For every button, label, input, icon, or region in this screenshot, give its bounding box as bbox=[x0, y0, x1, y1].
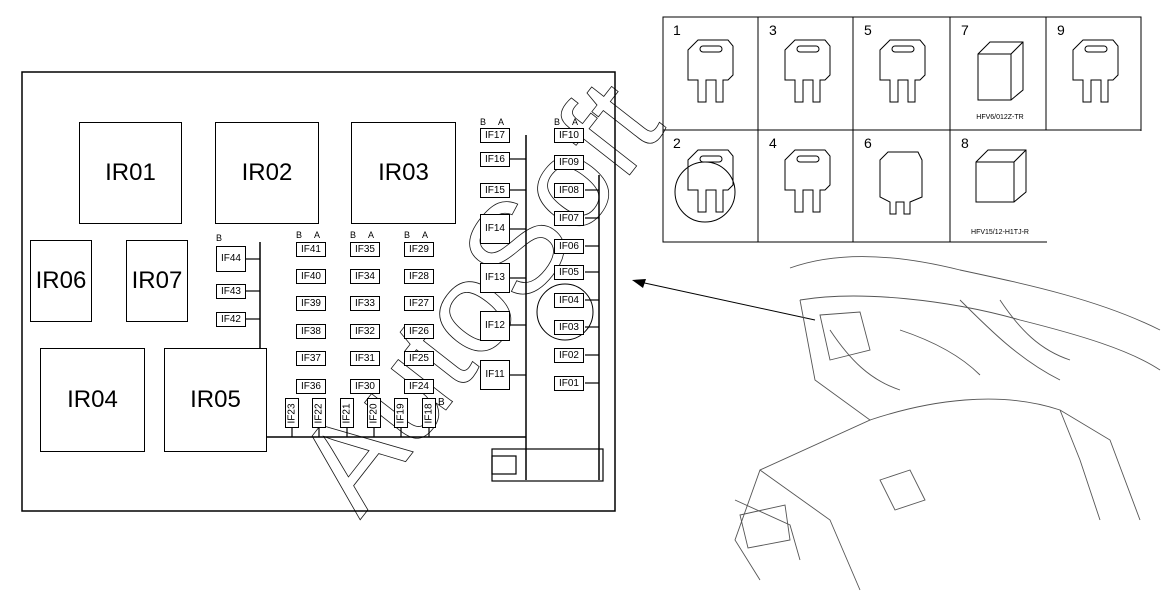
fuse-if12: IF12 bbox=[480, 311, 510, 341]
fuse-if32: IF32 bbox=[350, 324, 380, 339]
part-label-relay-7: HFV6/012Z-TR bbox=[976, 114, 1024, 121]
relay-ir02: IR02 bbox=[215, 122, 319, 224]
fuse-if09: IF09 bbox=[554, 155, 584, 170]
fuse-if19: IF19 bbox=[394, 398, 408, 428]
fuse-if02: IF02 bbox=[554, 348, 584, 363]
fuse-if10: IF10 bbox=[554, 128, 584, 143]
terminal-label-b: B bbox=[216, 233, 223, 243]
fuse-if30: IF30 bbox=[350, 379, 380, 394]
fuse-if34: IF34 bbox=[350, 269, 380, 284]
fuse-if41: IF41 bbox=[296, 242, 326, 257]
relay-ir01: IR01 bbox=[79, 122, 182, 224]
part-number-6: 6 bbox=[864, 135, 872, 151]
parts-panel-grid bbox=[662, 16, 1142, 243]
terminal-label-b: B bbox=[438, 397, 445, 408]
fuse-if31: IF31 bbox=[350, 351, 380, 366]
fuse-if23: IF23 bbox=[285, 398, 299, 428]
part-number-9: 9 bbox=[1057, 22, 1065, 38]
fuse-if16: IF16 bbox=[480, 152, 510, 167]
fuse-if15: IF15 bbox=[480, 183, 510, 198]
fuse-if27: IF27 bbox=[404, 296, 434, 311]
vehicle-interior-sketch bbox=[734, 256, 1161, 591]
fuse-if24: IF24 bbox=[404, 379, 434, 394]
fuse-if33: IF33 bbox=[350, 296, 380, 311]
fuse-if28: IF28 bbox=[404, 269, 434, 284]
fuse-if06: IF06 bbox=[554, 239, 584, 254]
fuse-if29: IF29 bbox=[404, 242, 434, 257]
fuse-if01: IF01 bbox=[554, 376, 584, 391]
part-number-3: 3 bbox=[769, 22, 777, 38]
fuse-if08: IF08 bbox=[554, 183, 584, 198]
fuse-if36: IF36 bbox=[296, 379, 326, 394]
fuse-if17: IF17 bbox=[480, 128, 510, 143]
fuse-if25: IF25 bbox=[404, 351, 434, 366]
fuse-if07: IF07 bbox=[554, 211, 584, 226]
fuse-if13: IF13 bbox=[480, 263, 510, 293]
svg-text:AutoSoft: AutoSoft bbox=[267, 54, 689, 537]
fuse-if22: IF22 bbox=[312, 398, 326, 428]
fuse-if38: IF38 bbox=[296, 324, 326, 339]
fuse-if11: IF11 bbox=[480, 360, 510, 390]
part-number-4: 4 bbox=[769, 135, 777, 151]
terminal-label-ba: B A bbox=[480, 117, 510, 127]
part-label-relay-8: HFV15/12-H1TJ-R bbox=[971, 229, 1029, 236]
terminal-label-ba: B A bbox=[350, 230, 380, 240]
part-number-7: 7 bbox=[961, 22, 969, 38]
fuse-if43: IF43 bbox=[216, 284, 246, 299]
relay-ir06: IR06 bbox=[30, 240, 92, 322]
fuse-if05: IF05 bbox=[554, 265, 584, 280]
relay-ir03: IR03 bbox=[351, 122, 456, 224]
part-number-8: 8 bbox=[961, 135, 969, 151]
terminal-label-ba: B A bbox=[296, 230, 326, 240]
fuse-if26: IF26 bbox=[404, 324, 434, 339]
fuse-if42: IF42 bbox=[216, 312, 246, 327]
fuse-if44: IF44 bbox=[216, 246, 246, 272]
fuse-box-outline bbox=[21, 71, 616, 512]
fuse-if35: IF35 bbox=[350, 242, 380, 257]
fuse-if14: IF14 bbox=[480, 214, 510, 244]
relay-ir04: IR04 bbox=[40, 348, 145, 452]
fuse-if04: IF04 bbox=[554, 293, 584, 308]
fuse-if03: IF03 bbox=[554, 320, 584, 335]
fuse-if37: IF37 bbox=[296, 351, 326, 366]
terminal-label-ba: B A bbox=[404, 230, 434, 240]
fuse-if21: IF21 bbox=[340, 398, 354, 428]
fuse-if39: IF39 bbox=[296, 296, 326, 311]
relay-ir07: IR07 bbox=[126, 240, 188, 322]
terminal-label-ba: B A bbox=[554, 117, 584, 127]
watermark-outline: AutoSoft bbox=[267, 54, 690, 538]
part-number-1: 1 bbox=[673, 22, 681, 38]
part-number-2: 2 bbox=[673, 135, 681, 151]
fuse-if20: IF20 bbox=[367, 398, 381, 428]
relay-ir05: IR05 bbox=[164, 348, 267, 452]
part-number-5: 5 bbox=[864, 22, 872, 38]
fuse-if40: IF40 bbox=[296, 269, 326, 284]
fuse-if18: IF18 bbox=[422, 398, 436, 428]
